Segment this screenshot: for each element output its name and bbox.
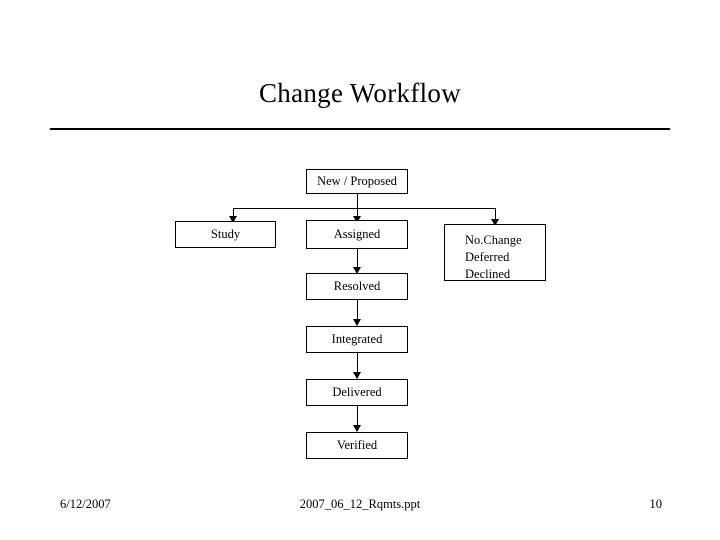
connector-newproposed-stem	[357, 194, 358, 209]
flow-node-label: Verified	[336, 438, 378, 453]
connector-assigned-resolved	[357, 249, 358, 272]
flow-node-label: Study	[210, 227, 241, 242]
arrowhead-verified-icon	[353, 425, 361, 432]
flow-node-resolved[interactable]: Resolved	[306, 273, 408, 300]
connector-to-assigned	[357, 208, 358, 219]
flow-node-study[interactable]: Study	[175, 221, 276, 248]
connector-resolved-integrated	[357, 300, 358, 325]
connector-to-nochange	[495, 208, 496, 223]
arrowhead-delivered-icon	[353, 372, 361, 379]
flow-node-label: Integrated	[331, 332, 383, 347]
footer-filename: 2007_06_12_Rqmts.ppt	[299, 497, 421, 511]
page-title: Change Workflow	[258, 78, 462, 108]
flow-node-label: Assigned	[333, 227, 381, 242]
flow-node-label-line-1: No.Change	[465, 233, 522, 247]
flow-node-verified[interactable]: Verified	[306, 432, 408, 459]
arrowhead-assigned-icon	[353, 216, 361, 223]
flow-node-label: Delivered	[332, 385, 382, 400]
title-divider	[50, 128, 670, 130]
arrowhead-integrated-icon	[353, 319, 361, 326]
flow-node-label-line-2: Deferred	[465, 249, 510, 264]
flow-node-nochange[interactable]: No.Change Deferred Declined	[444, 224, 546, 281]
footer-page-number: 10	[649, 497, 663, 511]
connector-integrated-delivered	[357, 353, 358, 378]
flow-node-label: Resolved	[333, 279, 381, 294]
connector-bus-horizontal	[233, 208, 495, 209]
arrowhead-resolved-icon	[353, 267, 361, 274]
footer-date: 6/12/2007	[60, 497, 111, 511]
arrowhead-nochange-icon	[491, 219, 499, 226]
flow-node-label-line-3: Declined	[465, 266, 511, 281]
connector-delivered-verified	[357, 406, 358, 431]
arrowhead-study-icon	[229, 216, 237, 223]
flow-node-label: New / Proposed	[317, 174, 397, 189]
flow-node-integrated[interactable]: Integrated	[306, 326, 408, 353]
flow-node-assigned[interactable]: Assigned	[306, 220, 408, 249]
connector-to-study	[233, 208, 234, 219]
flow-node-delivered[interactable]: Delivered	[306, 379, 408, 406]
flow-node-new-proposed[interactable]: New / Proposed	[306, 169, 408, 194]
